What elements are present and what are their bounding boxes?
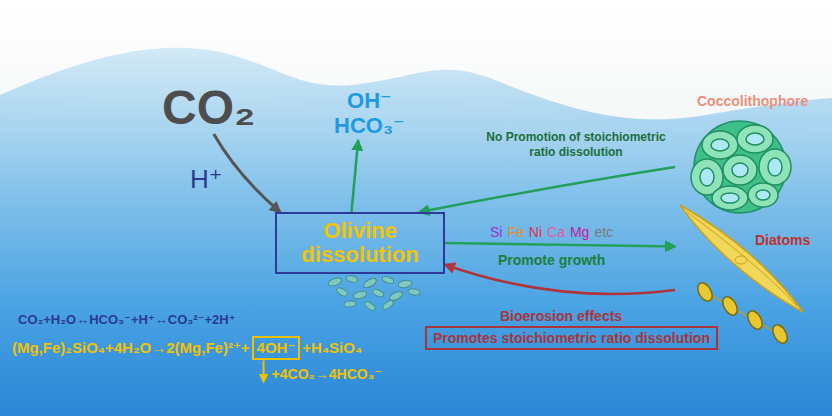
flow-arrow — [420, 167, 676, 212]
organism-group: Coccolithophore — [675, 95, 805, 215]
molecule-label: CO₂ — [158, 82, 259, 134]
node-text: 4OH⁻ — [257, 338, 296, 358]
edge-label: Bioerosion effects — [500, 308, 622, 324]
product-label: OH⁻HCO₃⁻ — [332, 86, 407, 141]
flow-arrow — [445, 243, 675, 246]
equation: +H₄SiO₄ — [302, 338, 362, 358]
highlight-box: Promotes stoichiometric ratio dissolutio… — [425, 326, 718, 350]
edge-label: No Promotion of stoichiometric ratio dis… — [478, 130, 674, 160]
flow-arrow — [214, 134, 280, 212]
node-text: HCO₃⁻ — [334, 113, 405, 138]
equation: CO₂+H₂O↔HCO₃⁻+H⁺↔CO₃²⁻+2H⁺ — [18, 312, 236, 327]
node-text: Olivine dissolution — [285, 219, 435, 267]
flow-arrow — [352, 141, 359, 212]
element-symbol: Ca — [547, 224, 565, 240]
reaction-arrow — [263, 361, 265, 382]
element-symbol: Mg — [570, 224, 589, 240]
organism-group: Diatoms — [675, 200, 810, 345]
process-box: Olivine dissolution — [275, 212, 445, 274]
flow-arrow — [445, 265, 675, 294]
edge-label: H⁺ — [190, 164, 223, 195]
diatom-illustration — [675, 200, 810, 345]
equation: (Mg,Fe)₂SiO₄+4H₂O→2(Mg,Fe)²⁺+ — [12, 338, 250, 358]
olivine-grains — [327, 275, 420, 312]
highlight-box: 4OH⁻ — [252, 336, 301, 360]
node-text: Coccolithophore — [697, 93, 808, 109]
element-symbol: Ni — [529, 224, 542, 240]
node-text: OH⁻ — [334, 88, 405, 113]
edge-label: Promote growth — [498, 252, 605, 268]
equation: +4CO₂→4HCO₃⁻ — [272, 366, 382, 382]
node-text: Diatoms — [755, 232, 810, 248]
element-symbol: etc — [594, 224, 613, 240]
element-symbol: Si — [490, 224, 502, 240]
coccolithophore-illustration — [675, 95, 805, 215]
node-text: CO₂ — [162, 84, 255, 132]
node-text: Promotes stoichiometric ratio dissolutio… — [433, 330, 710, 346]
element-symbol: Fe — [507, 224, 523, 240]
